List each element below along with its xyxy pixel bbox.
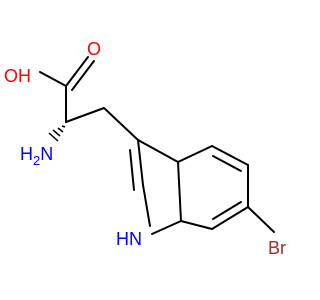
bond-c-oh: [39, 71, 67, 87]
bromine-label: Br: [268, 238, 286, 258]
bond-c4-c5: [211, 145, 249, 166]
carbonyl-oxygen-label: O: [87, 39, 101, 59]
hashed-wedge-bond: [48, 122, 67, 142]
bond-ca-cb: [65, 107, 105, 123]
alpha-carbon: [48, 107, 139, 142]
amine-label: H2N: [20, 144, 53, 168]
indole-ring: [129, 139, 275, 235]
hydroxyl-label: OH: [4, 66, 31, 86]
bond-c3-c2-inner: [129, 149, 135, 191]
indole-nh-label: HN: [116, 229, 142, 249]
bond-c7-c7a: [180, 220, 213, 230]
bond-c6-c7: [211, 206, 249, 230]
carboxyl-group: [39, 56, 95, 123]
atom-labels: OH O H2N HN Br: [4, 39, 286, 258]
bond-n1-c7a: [151, 220, 182, 235]
amine-h: H: [20, 144, 33, 164]
bond-c2-n1: [142, 184, 151, 227]
bond-cb-c3: [103, 107, 139, 141]
bond-c3a-c4: [177, 145, 213, 163]
amine-subscript: 2: [33, 153, 40, 168]
bond-c4-c5-inner: [212, 155, 242, 172]
bond-c3-c2: [137, 139, 144, 186]
bond-c3a-c7a: [177, 161, 182, 222]
bond-c-o-double-b: [71, 60, 95, 91]
bond-c6-c7-inner: [212, 201, 242, 220]
bond-c-o-double-a: [65, 56, 89, 87]
molecule-structure: OH O H2N HN Br: [4, 39, 286, 258]
bond-c3-c3a: [137, 139, 179, 163]
amine-n: N: [40, 144, 53, 164]
bond-c6-br: [247, 206, 275, 233]
